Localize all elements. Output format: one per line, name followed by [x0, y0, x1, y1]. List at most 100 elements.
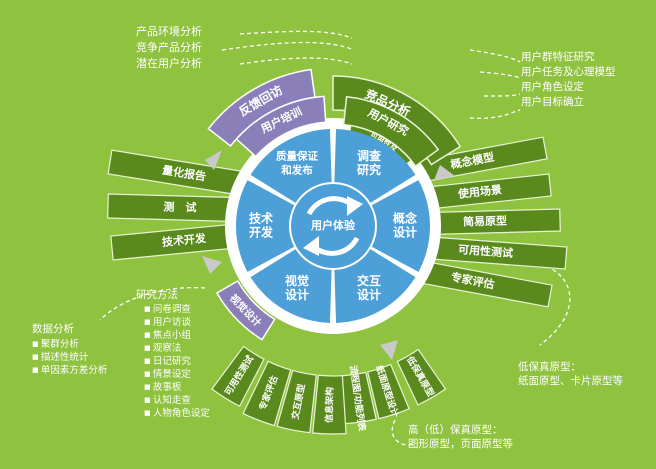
- spoke-3: 信息架构: [312, 374, 347, 435]
- core-label: 用户体验: [311, 218, 356, 232]
- dashed-connector-5: [483, 93, 521, 97]
- note-high-fidelity: 高（低）保真原型： 图形原型，页面原型等: [408, 423, 513, 451]
- note-top-left: 产品环境分析 竞争产品分析 潜在用户分析: [120, 24, 202, 72]
- inner-sector-shape-5: [250, 129, 332, 203]
- inner-sector-4: 技术开发: [236, 180, 295, 272]
- ring-training: [235, 95, 327, 158]
- data-analysis-item-1: 描述性统计: [32, 351, 107, 364]
- left-bar-1-label: 测 试: [163, 200, 196, 215]
- dashed-connector-1: [221, 41, 355, 51]
- dashed-connector-8: [99, 286, 206, 321]
- inner-sector-label-3-0: 视觉: [285, 273, 309, 288]
- note-user-group: 用户群特征研究: [521, 51, 595, 63]
- cycle-arrow-top-head: [347, 196, 363, 216]
- research-method-item-1: 用户访谈: [144, 316, 210, 329]
- spoke-shape-3: [312, 374, 347, 435]
- dashed-connector-6: [469, 109, 521, 119]
- inner-sector-label-3-1: 设计: [285, 287, 309, 302]
- arrow-gray-3: [380, 340, 398, 360]
- note-top-right: 用户群特征研究 用户任务及心理模型 用户角色设定 用户目标确立: [521, 50, 616, 110]
- arrow-gray-2: [202, 256, 222, 274]
- left-bar-2: 技术开发: [110, 221, 258, 261]
- note-potential-user: 潜在用户分析: [136, 57, 202, 70]
- inner-sector-label-5-1: 和发布: [280, 164, 313, 177]
- research-method-item-5: 情景设定: [144, 368, 210, 381]
- dashed-connectors: [99, 30, 571, 446]
- low-fidelity-detail: 纸面原型、卡片原型等: [518, 375, 623, 387]
- spoke-4: 交互原型: [276, 369, 317, 434]
- inner-sector-label-0-1: 研究: [357, 162, 381, 177]
- spoke-shape-6: [211, 345, 265, 408]
- spoke-label-3: 信息架构: [323, 387, 336, 423]
- note-user-goal: 用户目标确立: [521, 96, 584, 108]
- dashed-connector-0: [239, 30, 353, 39]
- right-bar-2: 简易原型: [409, 208, 561, 236]
- inner-sector-label-5-0: 质量保证: [276, 150, 318, 163]
- spoke-shape-1: [367, 363, 410, 420]
- inner-sector-shape-4: [236, 180, 295, 272]
- inner-sector-3: 视觉设计: [250, 249, 332, 323]
- research-method-item-3: 观察法: [144, 342, 210, 355]
- inner-sector-label-2-1: 设计: [357, 287, 381, 302]
- note-product-env: 产品环境分析: [136, 25, 202, 38]
- core-circle: 用户体验: [291, 184, 375, 268]
- note-data-analysis: 数据分析 聚群分析描述性统计单因素方差分析: [32, 322, 107, 377]
- left-bar-2-label: 技术开发: [161, 231, 207, 249]
- inner-sector-label-0-0: 调查: [357, 148, 382, 163]
- spoke-5: 专家评估: [242, 360, 292, 427]
- right-bar-1-label: 使用场景: [456, 182, 502, 201]
- low-fidelity-title: 低保真原型：: [518, 361, 581, 373]
- dashed-connector-2: [239, 57, 353, 65]
- inner-sector-label-4-0: 技术: [249, 211, 273, 226]
- inner-sector-shape-3: [250, 249, 332, 323]
- right-bar-3: 可用性测试: [403, 234, 568, 270]
- research-methods-title: 研究方法: [136, 289, 178, 301]
- inner-sector-shape-1: [371, 180, 430, 272]
- dashed-connector-3: [469, 49, 521, 63]
- spoke-shape-5: [242, 360, 292, 427]
- inner-sector-label-2-0: 交互: [357, 273, 381, 288]
- research-method-item-2: 焦点小组: [144, 329, 210, 342]
- left-bar-0-label: 量化报告: [161, 163, 207, 184]
- note-user-task: 用户任务及心理模型: [521, 66, 616, 78]
- data-analysis-list: 聚群分析描述性统计单因素方差分析: [32, 338, 108, 377]
- arrow-gray-0: [205, 150, 222, 170]
- spoke-2: 流程图/功能列表: [341, 365, 377, 433]
- data-analysis-item-0: 聚群分析: [32, 338, 107, 351]
- left-bar-1: 测 试: [107, 193, 253, 223]
- dashed-connector-9: [391, 419, 413, 446]
- research-method-item-4: 日记研究: [144, 355, 210, 368]
- inner-sector-label-1-0: 概念: [393, 211, 417, 226]
- note-low-fidelity: 低保真原型： 纸面原型、卡片原型等: [518, 360, 623, 388]
- research-methods-list: 问卷调查用户访谈焦点小组观察法日记研究情景设定故事板认知走查人物角色设定: [144, 303, 210, 420]
- cycle-arrow-bottom-head: [303, 236, 319, 256]
- note-research-methods: 研究方法 问卷调查用户访谈焦点小组观察法日记研究情景设定故事板认知走查人物角色设…: [136, 288, 210, 420]
- spoke-shape-4: [276, 369, 317, 434]
- research-method-item-8: 人物角色设定: [144, 407, 210, 420]
- high-fidelity-detail: 图形原型，页面原型等: [408, 438, 513, 450]
- inner-sector-shape-2: [334, 249, 416, 323]
- right-bar-3-label: 可用性测试: [458, 242, 514, 260]
- inner-sector-label-1-1: 设计: [393, 225, 417, 240]
- high-fidelity-title: 高（低）保真原型：: [408, 424, 503, 436]
- right-bar-1: 使用场景: [408, 173, 552, 212]
- research-method-item-7: 认知走查: [144, 394, 210, 407]
- dashed-connector-4: [479, 71, 521, 79]
- data-analysis-title: 数据分析: [32, 323, 74, 335]
- right-bar-2-label: 简易原型: [463, 213, 507, 228]
- note-competitor: 竞争产品分析: [136, 41, 202, 54]
- research-method-item-6: 故事板: [144, 381, 210, 394]
- spoke-1: 纸面原型设计: [367, 363, 410, 420]
- note-user-role: 用户角色设定: [521, 81, 584, 93]
- data-analysis-item-2: 单因素方差分析: [32, 364, 108, 377]
- arrow-gray-1: [434, 165, 455, 180]
